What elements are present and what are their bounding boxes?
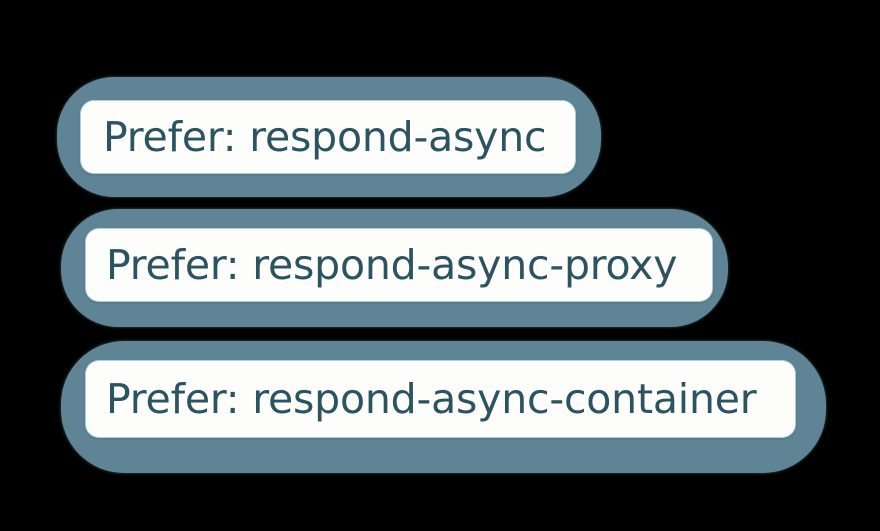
header-value-label-1: Prefer: respond-async	[103, 113, 547, 161]
header-value-card-1: Prefer: respond-async	[80, 100, 576, 174]
header-value-card-3: Prefer: respond-async-container	[85, 360, 796, 438]
header-value-card-2: Prefer: respond-async-proxy	[85, 228, 713, 302]
header-value-label-2: Prefer: respond-async-proxy	[106, 241, 678, 289]
header-value-label-3: Prefer: respond-async-container	[106, 375, 757, 423]
